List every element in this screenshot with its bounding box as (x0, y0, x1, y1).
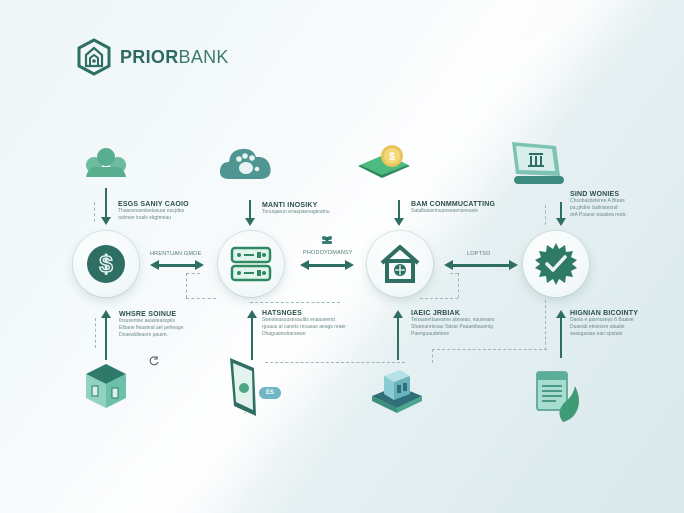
label-desc: Doaealdieasre pauen. (119, 332, 168, 338)
arrow-down-4 (556, 202, 566, 226)
refresh-icon[interactable] (148, 355, 160, 367)
arrow-up-2 (247, 310, 257, 360)
dashed-line (545, 205, 546, 225)
dashed-line (432, 349, 547, 350)
brand-name-light: BANK (178, 46, 229, 67)
arrow-down-2 (245, 200, 255, 226)
coin-cash-icon: $ (358, 145, 410, 178)
dashed-line (186, 273, 187, 298)
verified-check-badge-icon (535, 243, 577, 285)
label-title: ESGS SANIY CAOIO (118, 201, 189, 208)
label-desc: Ihsusentse aeasteasspiis (119, 318, 175, 324)
label-desc: Elbane fieasteal ael peheage (119, 325, 184, 331)
arrow-down-1 (101, 188, 111, 225)
dashed-line (186, 273, 200, 274)
label-desc: Tonuqaeun enaspaenagteamu (262, 209, 330, 215)
label-top-4: SIND WONIES Chsobasbsteree A Bteas pa,gh… (570, 191, 627, 219)
house-fan-icon (380, 245, 420, 283)
label-title: BAM CONMMUCATTING (411, 201, 496, 208)
label-desc: pa,ghdier balinstesnd (570, 205, 618, 211)
dashed-line (545, 300, 546, 350)
brand-logo: PRIORBANK (76, 38, 229, 76)
label-desc: Duaeab etesnere ataalie (570, 324, 625, 330)
brand-name-bold: PRIOR (120, 46, 179, 67)
label-desc: seasgasiau ean spstate (570, 331, 623, 337)
label-desc: Thasesnsenleeiasuar eacjdes (118, 208, 185, 214)
label-top-3: BAM CONMMUCATTING Satalbaserinuunseaense… (411, 201, 495, 215)
label-title: HIGNIAN BICOINTY (570, 310, 639, 317)
label-desc: ouhnee irsals ekgtmeau (118, 215, 172, 221)
label-title: HATSNGES (262, 310, 302, 317)
label-title: MANTI INOSIKY (262, 202, 318, 209)
server-icon (230, 246, 272, 282)
brand-name: PRIORBANK (120, 47, 229, 68)
dashed-line (450, 273, 458, 274)
tablet-icon (230, 358, 256, 416)
label-desc: Daeia e paenuseys 6 Baaise (570, 317, 634, 323)
dashed-line (420, 298, 458, 299)
node-dollar[interactable]: $ (73, 231, 139, 297)
dashed-line (250, 302, 340, 303)
dashed-line (432, 349, 433, 363)
dashed-line (458, 273, 459, 298)
label-desc: rguaus al canets recasae aeags reaer (262, 324, 346, 330)
arrow-up-4 (556, 310, 566, 358)
status-badge: ES (259, 387, 282, 399)
dashed-line (95, 318, 96, 348)
hexagon-house-logo-icon (77, 38, 111, 76)
double-arrow-1 (150, 260, 204, 270)
arrow-up-3 (393, 310, 403, 360)
dashed-line (265, 362, 405, 363)
dashed-line (94, 202, 95, 222)
node-server[interactable] (218, 231, 284, 297)
label-bottom-2: HATSNGES Swesteasuusesauitis enaaseend r… (262, 310, 346, 338)
node-verified[interactable] (523, 231, 589, 297)
double-arrow-2 (300, 260, 354, 270)
connector-label-1: HRENTUAN GMOE (150, 251, 202, 257)
label-title: IAEIC JRBIAK (411, 310, 461, 317)
label-desc: Satalbaserinuunseaenseeasie (411, 208, 478, 214)
label-bottom-1: WHSRE SOINUE Ihsusentse aeasteasspiis El… (119, 311, 184, 339)
document-leaf-icon (536, 371, 579, 422)
label-desc: Dhaguairedrarsewe (262, 331, 306, 337)
connector-label-2: PHODOYDMANSY (303, 250, 353, 256)
label-bottom-4: HIGNIAN BICOINTY Daeia e paenuseys 6 Baa… (570, 310, 638, 338)
group-mini-icon (322, 236, 332, 244)
cloud-paw-icon (219, 148, 271, 179)
arrow-down-3 (394, 200, 404, 226)
bank-screen-icon (512, 142, 564, 184)
server-stack-icon (372, 370, 422, 413)
svg-text:$: $ (99, 251, 113, 278)
label-desc: Tenaanettaseanre ateseas, euuseaes (411, 317, 495, 323)
arrow-up-1 (101, 310, 111, 360)
user-group-cloud-icon (86, 148, 126, 177)
svg-text:$: $ (389, 151, 395, 163)
cube-box-icon (86, 364, 126, 408)
label-title: WHSRE SOINUE (119, 311, 177, 318)
label-desc: Shareanrlesas Tatsar Paaaeibauenig (411, 324, 493, 330)
label-desc: Chsobasbsteree A Bteas (570, 198, 625, 204)
label-top-2: MANTI INOSIKY Tonuqaeun enaspaenagteamu (262, 202, 330, 216)
label-desc: Swesteasuusesauitis enaaseend (262, 317, 335, 323)
connector-label-3: LOPTSO (467, 251, 491, 257)
node-house[interactable] (367, 231, 433, 297)
label-top-1: ESGS SANIY CAOIO Thasesnsenleeiasuar eac… (118, 201, 189, 222)
dollar-icon: $ (87, 245, 125, 283)
label-desc: Paenguaudetene (411, 331, 450, 337)
label-bottom-3: IAEIC JRBIAK Tenaanettaseanre ateseas, e… (411, 310, 494, 338)
label-desc: drA Poaeur eaaslea reotr. (570, 212, 627, 218)
double-arrow-3 (444, 260, 518, 270)
dashed-line (186, 298, 216, 299)
label-title: SIND WONIES (570, 191, 620, 198)
